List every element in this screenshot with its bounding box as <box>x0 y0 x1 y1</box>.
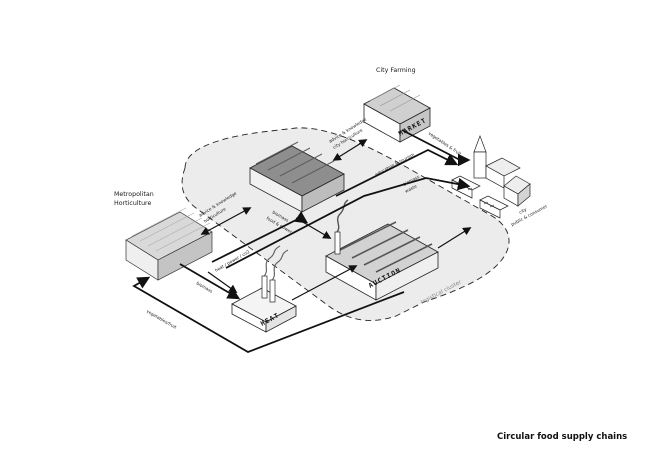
logistical-cluster-area <box>181 127 510 321</box>
flow-veg-bottom: vegetables/fruit <box>145 309 178 331</box>
metropolitan-greenhouse <box>125 207 213 281</box>
flow-arrows <box>132 129 472 353</box>
metropolitan-title-line1: Metropolitan <box>114 191 154 198</box>
city-farming-title: City Farming <box>376 67 416 74</box>
diagram-caption: Circular food supply chains <box>497 432 628 442</box>
metropolitan-title-line2: Horticulture <box>114 200 152 207</box>
heat-plant <box>231 245 297 333</box>
flow-biomass-waste-2: waste <box>404 183 418 194</box>
market-building <box>363 84 431 143</box>
city-label-line2: public & consumer <box>510 203 549 227</box>
flow-veg-market: vegetables & fruit <box>427 131 463 158</box>
production-building <box>249 141 345 213</box>
city-label-line1: city <box>518 207 528 216</box>
